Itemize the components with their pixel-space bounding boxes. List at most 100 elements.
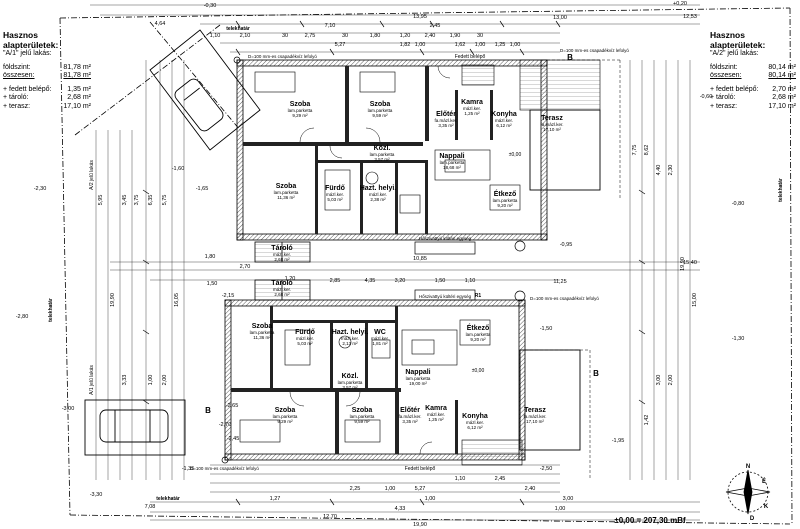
room-floor-finish: lam.parketta <box>288 108 313 113</box>
room-floor-finish: lam.parketta <box>250 330 275 335</box>
dimension-value: 1,10 <box>210 33 221 39</box>
room-name: Fürdő <box>325 185 345 192</box>
room-floor-finish: mázl.ker. <box>296 336 314 341</box>
room-name: Szoba <box>275 407 296 414</box>
dimension-value: 2,75 <box>305 33 316 39</box>
dimension-value: 11,25 <box>553 279 566 285</box>
section-marker: B <box>567 53 573 62</box>
compass-letter: K <box>764 504 769 510</box>
dimension-value: 19,90 <box>110 293 116 307</box>
compass-letter: N <box>746 464 750 470</box>
dimension-value: 8,62 <box>644 145 650 156</box>
dimension-value: 13,95 <box>413 14 427 20</box>
floor-reference: ±0,00 = 207,30 mBf <box>614 516 686 525</box>
section-marker: B <box>205 406 211 415</box>
area-extra-row: + fedett belépő:2,70 m² <box>710 85 796 93</box>
room-floor-finish: mázl.ker. <box>495 118 513 123</box>
room-area: 9,29 m² <box>277 419 293 424</box>
room-name: Hazt. helyi. <box>360 185 397 192</box>
gutter-label: D=100 mm-es csapadékvíz lefolyó <box>248 54 317 59</box>
section-marker: B <box>593 369 599 378</box>
room-area: 2,38 m² <box>370 197 386 202</box>
level-value: -2,80 <box>16 314 29 320</box>
dimension-value: 2,00 <box>668 375 674 386</box>
room-area: 1,25 m² <box>464 111 480 116</box>
area-extra-row: + tároló:2,68 m² <box>710 94 796 101</box>
room-area: 1,81 m² <box>372 341 388 346</box>
dimension-value: 1,20 <box>400 33 411 39</box>
room-area: 3,35 m² <box>438 123 454 128</box>
room-floor-finish: fa.mázl.ker. <box>523 414 546 419</box>
area-extra-row: + tároló:2,68 m² <box>3 94 91 101</box>
unit-a1-doors <box>289 391 433 455</box>
dimension-value: 5,95 <box>98 195 104 206</box>
dimension-value: 30 <box>342 33 348 39</box>
dimension-value: 12,70 <box>323 514 337 520</box>
level-value: -2,50 <box>540 466 553 472</box>
gutter-label: D=100 mm-es csapadékvíz lefolyó <box>190 466 259 471</box>
north-arrow <box>725 469 771 515</box>
room-name: Szoba <box>370 101 391 108</box>
dimension-value: 1,00 <box>415 42 426 48</box>
level-value: -2,70 <box>219 422 232 428</box>
room-area: 2,13 m² <box>342 341 358 346</box>
room-floor-finish: lam.parketta <box>350 414 375 419</box>
level-value: -1,50 <box>540 326 553 332</box>
room-floor-finish: mázl.ker. <box>273 287 291 292</box>
room-floor-finish: lam.parketta <box>338 380 363 385</box>
room-name: Szoba <box>352 407 373 414</box>
unit-a1-furniture <box>239 319 581 466</box>
dimension-value: 7,75 <box>632 145 638 156</box>
unit-label: A/1 jelű lakás <box>89 365 95 395</box>
covered-entry-label: Fedett belépő <box>405 466 436 472</box>
compass-letter: É <box>762 477 766 485</box>
room-area: 6,12 m² <box>467 425 483 430</box>
property-line-label: telekhatár <box>156 496 180 502</box>
room-name: Konyha <box>491 111 517 118</box>
dimension-value: 1,90 <box>450 33 461 39</box>
dimension-value: 1,25 <box>495 42 506 48</box>
property-line-label: telekhatár <box>48 298 54 322</box>
dimension-value: 4,40 <box>656 165 662 176</box>
dimension-value: 3,75 <box>134 195 140 206</box>
room-floor-finish: lam.parketta <box>370 152 395 157</box>
room-name: Nappali <box>439 153 464 160</box>
dimension-value: 1,27 <box>270 496 281 502</box>
room-name: WC <box>374 329 386 336</box>
area-summary-a2-subtitle: "A/2" jelű lakás: <box>710 50 759 57</box>
room-area: 3,35 m² <box>402 419 418 424</box>
dimension-value: 3,45 <box>122 195 128 206</box>
dimension-value: 5,27 <box>335 42 346 48</box>
dimension-value: 3,33 <box>122 375 128 386</box>
area-summary-a1: Hasznos alapterületek: "A/1" jelű lakás:… <box>3 30 91 111</box>
room-name: Étkező <box>494 189 517 198</box>
dimension-value: 5,27 <box>415 486 426 492</box>
room-area: 18,68 m² <box>443 165 461 170</box>
room-name: Közl. <box>342 373 359 380</box>
dimension-value: 1,00 <box>385 486 396 492</box>
dimension-value: 19,90 <box>413 522 427 528</box>
room-floor-finish: mázl.ker. <box>427 412 445 417</box>
dimension-value: 15,40 <box>683 260 697 266</box>
room-name: Szoba <box>290 101 311 108</box>
heat-pump-units <box>221 56 526 464</box>
dimension-value: 1,00 <box>475 42 486 48</box>
level-value: -0,95 <box>560 242 573 248</box>
area-row: földszint:80,14 m² <box>710 63 796 71</box>
property-line-label: telekhatár <box>778 178 784 202</box>
dimension-value: 2,40 <box>525 486 536 492</box>
gutter-label: D=100 mm-es csapadékvíz lefolyó <box>530 296 599 301</box>
room-floor-finish: lam.parketta <box>274 190 299 195</box>
area-extra-row: + terasz:17,10 m² <box>710 102 796 110</box>
dimension-value: 10,85 <box>413 256 427 262</box>
room-floor-finish: mázl.ker. <box>369 192 387 197</box>
area-extra-row: + terasz:17,10 m² <box>3 102 91 110</box>
room-name: Kamra <box>461 99 483 106</box>
room-floor-finish: lam.parketta <box>406 376 431 381</box>
dimension-value: 12,53 <box>683 14 697 20</box>
room-name: Közl. <box>374 145 391 152</box>
dimension-value: 2,10 <box>240 33 251 39</box>
dimension-value: 30 <box>477 33 483 39</box>
room-area: 9,20 m² <box>497 203 513 208</box>
